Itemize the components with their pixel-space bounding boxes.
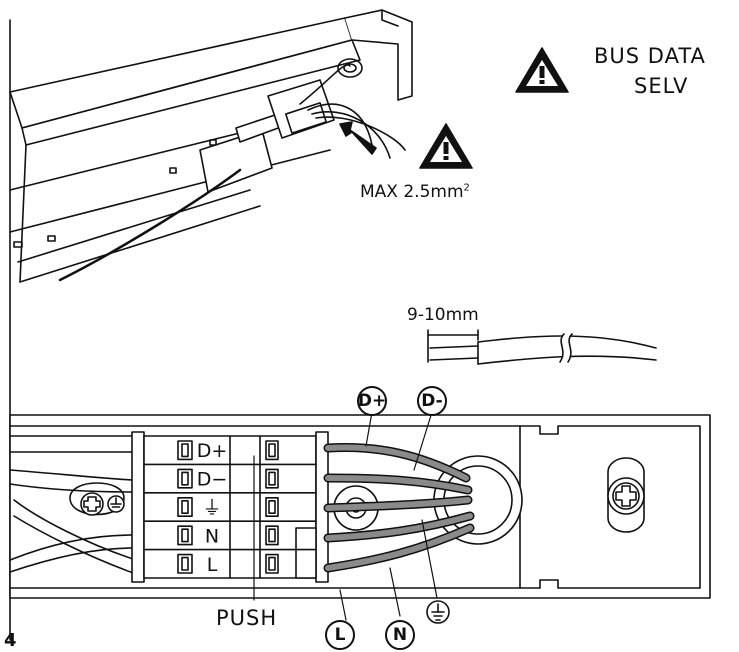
strip-length-label: 9-10mm [407,305,479,325]
arrow-icon [339,121,377,155]
wire-gauge-sup: 2 [463,182,470,194]
leader-lines [253,411,438,621]
terminal-label: ⏚ [202,497,221,519]
selv-label: SELV [634,74,689,98]
terminal-label: L [207,554,218,576]
terminal-label: N [205,525,219,547]
wire-label-live: L [325,620,355,650]
bus-data-label: BUS DATA [594,44,706,68]
wire-gauge-text: MAX 2.5mm [360,182,464,202]
wires-right [323,443,475,573]
ground-screw [69,482,125,516]
step-number: 4 [4,630,17,651]
wire-label-dplus: D+ [357,386,387,416]
stripped-cable [427,329,657,365]
track-profile [9,9,413,283]
ground-icon [426,600,450,624]
wire-label-neutral: N [385,620,415,650]
terminal-label: D− [197,469,228,491]
terminal-label: D+ [197,440,228,462]
wire-label-dminus: D- [417,386,447,416]
push-label: PUSH [216,606,278,630]
warning-triangle-icon [515,47,569,93]
wire-gauge-label: MAX 2.5mm2 [360,182,470,202]
terminal-block: D+ D− ⏚ NL [131,431,329,583]
warning-triangle-icon [419,123,473,169]
